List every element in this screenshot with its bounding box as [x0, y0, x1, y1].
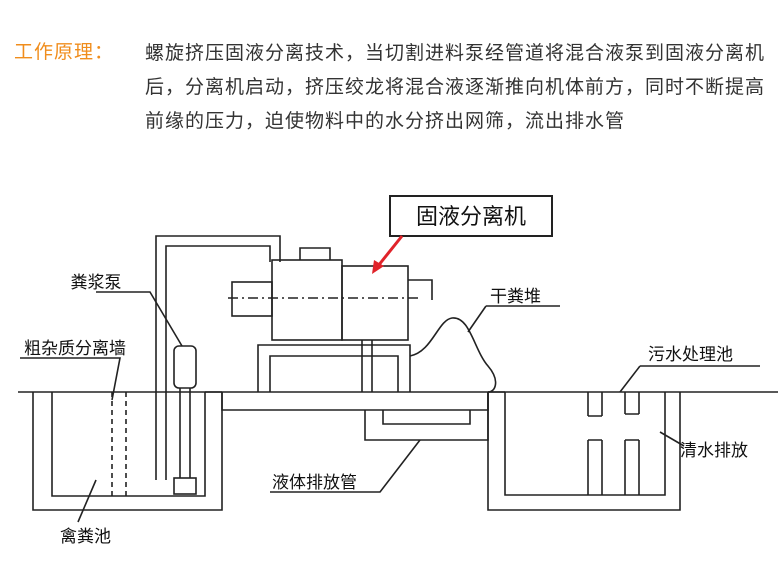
manure-pump-base [173, 477, 197, 495]
separator-callout-box [389, 195, 553, 237]
manure-pit-inner [51, 392, 206, 497]
label-dry-manure: 干粪堆 [490, 287, 541, 307]
label-sewage-tank: 污水处理池 [648, 345, 733, 365]
label-clear-water: 清水排放 [680, 441, 748, 461]
leader-sewage-tank [619, 365, 760, 393]
label-separator: 固液分离机 [416, 205, 526, 230]
label-liquid-pipe: 液体排放管 [272, 473, 357, 493]
leader-coarse-wall [20, 357, 121, 401]
label-manure-pump: 粪浆泵 [71, 273, 122, 293]
liquid-discharge-pipe [361, 340, 373, 392]
leader-manure-pit [77, 479, 97, 523]
leader-dry-manure [467, 305, 560, 333]
channel-base [364, 392, 489, 441]
channel-outer [221, 392, 489, 411]
manure-pit-outer [32, 392, 223, 511]
separator-screen [341, 265, 409, 341]
separator-arrow-head [372, 260, 384, 274]
machine-stand [257, 344, 411, 392]
separator-outlet [408, 279, 433, 300]
manure-pump-body [173, 345, 197, 389]
tank-partition-2 [624, 392, 640, 495]
leader-clear-water [659, 431, 685, 447]
feed-pipe [155, 235, 281, 480]
label-coarse-wall: 粗杂质分离墙 [24, 339, 126, 359]
intro-text: 螺旋挤压固液分离技术，当切割进料泵经管道将混合液泵到固液分离机后，分离机启动，挤… [145, 42, 766, 132]
manure-pump-shaft [179, 388, 191, 478]
separator-arrow [376, 235, 404, 267]
separator-gearbox [271, 259, 343, 341]
leader-liquid-pipe [270, 439, 421, 493]
leader-manure-pump [96, 291, 183, 347]
sewage-tank-outer [487, 392, 681, 511]
tank-partition-1 [587, 392, 603, 495]
label-manure-pit: 禽粪池 [60, 527, 111, 547]
separator-motor [231, 281, 273, 317]
coarse-separation-wall [111, 392, 127, 496]
intro-title: 工作原理： [14, 41, 115, 63]
separator-hopper [299, 247, 331, 260]
dry-manure-pile [409, 317, 497, 393]
sewage-tank-inner [504, 392, 666, 496]
